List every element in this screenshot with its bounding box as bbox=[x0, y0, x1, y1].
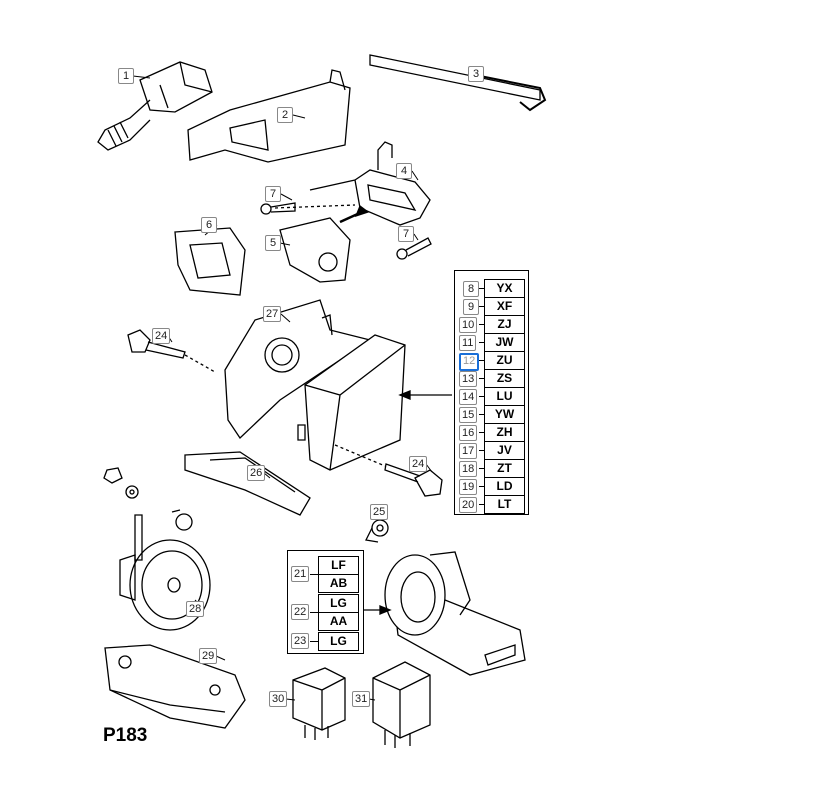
option-code: ZU bbox=[484, 351, 525, 370]
code-ref-16[interactable]: 16 bbox=[459, 425, 478, 441]
callout-24[interactable]: 24 bbox=[152, 328, 171, 344]
part-26-rail bbox=[184, 451, 311, 516]
callout-29[interactable]: 29 bbox=[199, 648, 218, 664]
part-5-cover bbox=[279, 217, 351, 283]
leader-line bbox=[479, 504, 485, 505]
option-code: JW bbox=[484, 333, 525, 352]
part-7-screws bbox=[260, 202, 432, 260]
part-24-bolts bbox=[127, 329, 443, 497]
code-ref-17[interactable]: 17 bbox=[459, 443, 478, 459]
diagram-reference: P183 bbox=[103, 725, 148, 746]
option-code: XF bbox=[484, 297, 525, 316]
code-ref-14[interactable]: 14 bbox=[459, 389, 478, 405]
leader-line bbox=[479, 486, 485, 487]
option-code: LG bbox=[318, 594, 359, 613]
callout-1[interactable]: 1 bbox=[118, 68, 134, 84]
leader-line bbox=[479, 288, 485, 289]
callout-30[interactable]: 30 bbox=[269, 691, 288, 707]
code-ref-21[interactable]: 21 bbox=[291, 566, 310, 582]
option-code: ZH bbox=[484, 423, 525, 442]
callout-2[interactable]: 2 bbox=[277, 107, 293, 123]
option-code: YX bbox=[484, 279, 525, 298]
option-code: ZJ bbox=[484, 315, 525, 334]
code-ref-23[interactable]: 23 bbox=[291, 633, 310, 649]
control-module bbox=[297, 334, 452, 471]
callout-7[interactable]: 7 bbox=[265, 186, 281, 202]
option-code: JV bbox=[484, 441, 525, 460]
part-2-bracket bbox=[187, 69, 351, 163]
callout-6[interactable]: 6 bbox=[201, 217, 217, 233]
callout-3[interactable]: 3 bbox=[468, 66, 484, 82]
leader-line bbox=[479, 324, 485, 325]
part-25-screw bbox=[365, 519, 389, 543]
callout-31[interactable]: 31 bbox=[352, 691, 371, 707]
callout-5[interactable]: 5 bbox=[265, 235, 281, 251]
code-ref-8[interactable]: 8 bbox=[463, 281, 479, 297]
code-ref-19[interactable]: 19 bbox=[459, 479, 478, 495]
option-code: LD bbox=[484, 477, 525, 496]
option-code: LU bbox=[484, 387, 525, 406]
part-1-switch bbox=[97, 61, 213, 151]
option-code: AB bbox=[318, 574, 359, 593]
leader-line bbox=[479, 396, 485, 397]
option-code: ZT bbox=[484, 459, 525, 478]
leader-line bbox=[310, 574, 318, 575]
part-4-lamp bbox=[274, 141, 431, 226]
callout-24[interactable]: 24 bbox=[409, 456, 428, 472]
callout-4[interactable]: 4 bbox=[396, 163, 412, 179]
leader-line bbox=[479, 378, 485, 379]
code-ref-10[interactable]: 10 bbox=[459, 317, 478, 333]
callout-7[interactable]: 7 bbox=[398, 226, 414, 242]
code-ref-18[interactable]: 18 bbox=[459, 461, 478, 477]
code-ref-20[interactable]: 20 bbox=[459, 497, 478, 513]
callout-27[interactable]: 27 bbox=[263, 306, 282, 322]
code-ref-15[interactable]: 15 bbox=[459, 407, 478, 423]
option-code: AA bbox=[318, 612, 359, 631]
leader-line bbox=[479, 468, 485, 469]
part-29-plate bbox=[104, 644, 246, 729]
leader-line bbox=[310, 612, 318, 613]
part-6-frame bbox=[174, 227, 246, 296]
callout-26[interactable]: 26 bbox=[247, 465, 266, 481]
relays bbox=[292, 661, 431, 748]
leader-line bbox=[479, 450, 485, 451]
code-ref-13[interactable]: 13 bbox=[459, 371, 478, 387]
leader-line bbox=[310, 641, 318, 642]
ignition-ring-module bbox=[362, 551, 526, 676]
code-ref-12[interactable]: 12 bbox=[459, 353, 480, 371]
callout-25[interactable]: 25 bbox=[370, 504, 389, 520]
option-code: YW bbox=[484, 405, 525, 424]
code-ref-9[interactable]: 9 bbox=[463, 299, 479, 315]
option-code: LG bbox=[318, 632, 359, 651]
option-code: LT bbox=[484, 495, 525, 514]
callout-28[interactable]: 28 bbox=[186, 601, 205, 617]
option-code: LF bbox=[318, 556, 359, 575]
part-3-seal-strip bbox=[369, 54, 547, 112]
leader-line bbox=[479, 342, 485, 343]
option-code: ZS bbox=[484, 369, 525, 388]
leader-line bbox=[479, 414, 485, 415]
leader-line bbox=[479, 306, 485, 307]
code-ref-22[interactable]: 22 bbox=[291, 604, 310, 620]
leader-line bbox=[479, 432, 485, 433]
code-ref-11[interactable]: 11 bbox=[459, 335, 477, 351]
leader-line bbox=[479, 360, 485, 361]
nuts bbox=[103, 467, 193, 531]
